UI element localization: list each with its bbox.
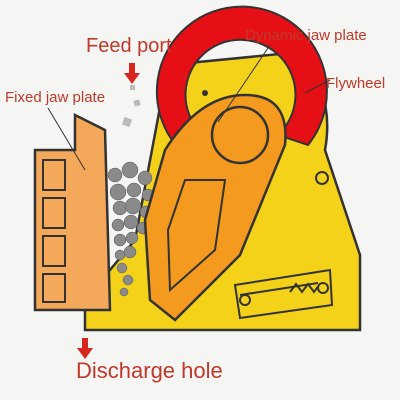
- flywheel: [155, 5, 328, 147]
- label-discharge-hole: Discharge hole: [76, 358, 223, 383]
- dynamic-jaw-inner: [166, 179, 227, 293]
- fixed-jaw-ribs: [42, 159, 66, 303]
- label-fixed-jaw-plate: Fixed jaw plate: [5, 89, 106, 106]
- label-feed-port: Feed port: [86, 35, 172, 57]
- toggle-spring-assembly: [233, 268, 334, 320]
- label-dynamic-jaw-plate: Dynamic jaw plate: [245, 27, 367, 44]
- feed-arrow-icon: [124, 63, 140, 84]
- leader-lines: [47, 44, 331, 171]
- falling-stones: [121, 85, 141, 128]
- frame-bolt: [315, 171, 329, 185]
- eccentric-shaft: [210, 105, 270, 165]
- flywheel-bolt: [202, 90, 208, 96]
- fixed-jaw-wall: [33, 112, 112, 312]
- crushed-stones: [107, 161, 155, 297]
- label-flywheel: Flywheel: [326, 75, 386, 92]
- discharge-arrow-icon: [77, 338, 93, 359]
